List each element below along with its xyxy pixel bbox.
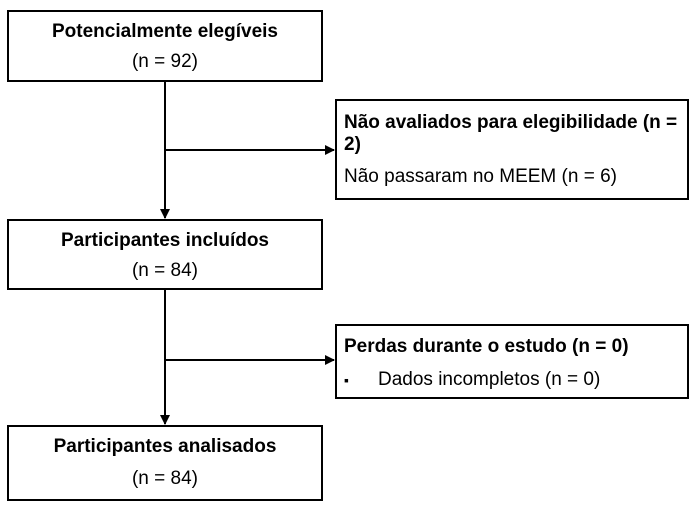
analysed-count: (n = 84) xyxy=(131,468,198,489)
analysed-box: Participantes analisados (n = 84) xyxy=(7,425,323,501)
not-assessed-box: Não avaliados para elegibilidade (n = 2)… xyxy=(335,99,689,200)
losses-title: Perdas durante o estudo (n = 0) xyxy=(344,336,629,357)
losses-box: Perdas durante o estudo (n = 0) ▪ Dados … xyxy=(335,324,689,399)
eligible-box: Potencialmente elegíveis (n = 92) xyxy=(7,10,323,82)
included-count: (n = 84) xyxy=(131,260,198,281)
losses-detail: Dados incompletos (n = 0) xyxy=(378,369,601,390)
eligible-title: Potencialmente elegíveis xyxy=(52,21,278,42)
bullet-icon: ▪ xyxy=(344,372,349,388)
losses-item: ▪ Dados incompletos (n = 0) xyxy=(344,369,687,391)
included-title: Participantes incluídos xyxy=(61,230,269,251)
eligible-count: (n = 92) xyxy=(131,51,198,72)
included-box: Participantes incluídos (n = 84) xyxy=(7,219,323,290)
not-assessed-title: Não avaliados para elegibilidade (n = 2) xyxy=(344,112,678,155)
not-assessed-detail: Não passaram no MEEM (n = 6) xyxy=(344,166,617,187)
analysed-title: Participantes analisados xyxy=(53,436,277,457)
